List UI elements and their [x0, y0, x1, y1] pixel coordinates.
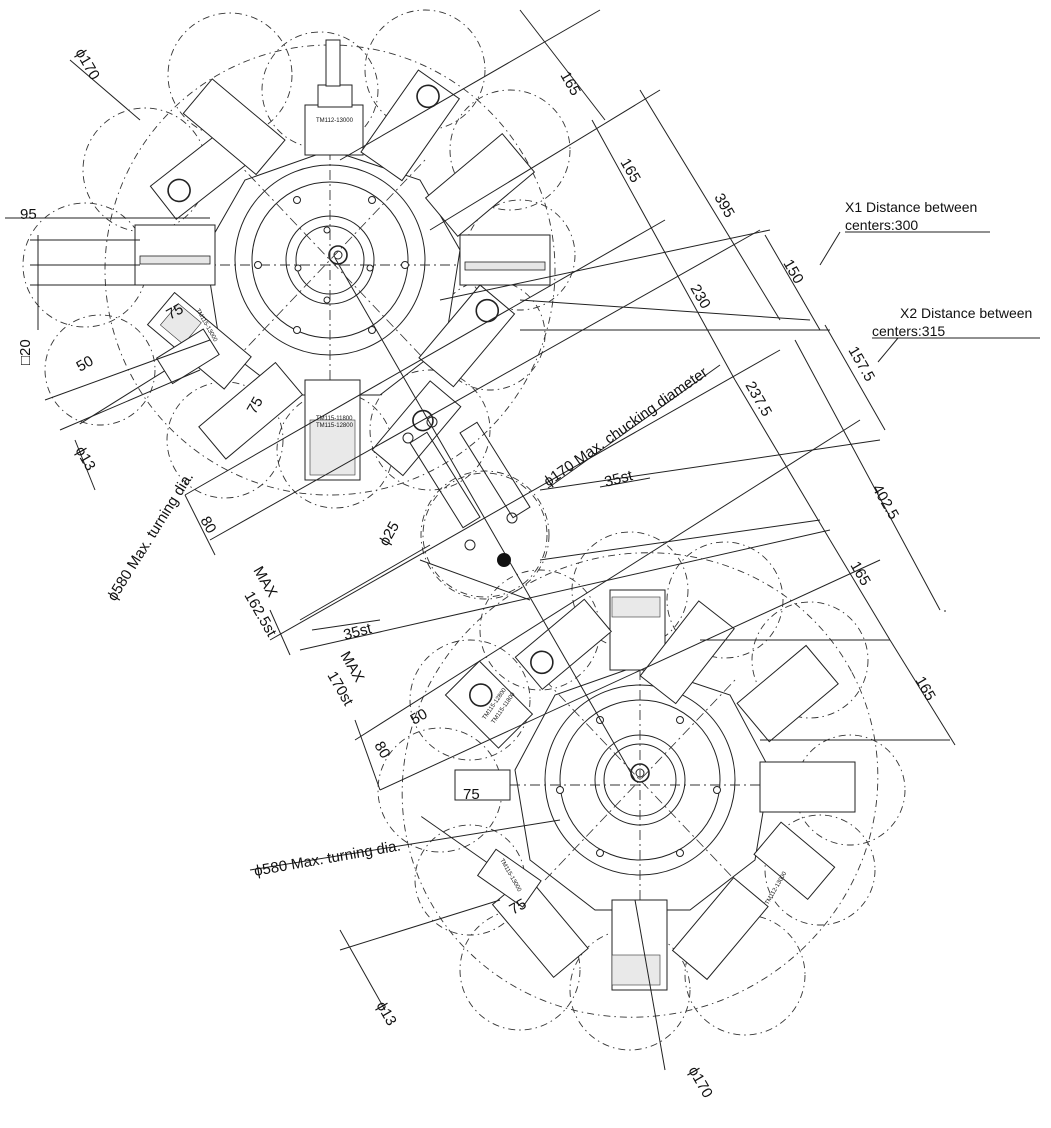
- phi13-label: ϕ13: [373, 999, 400, 1029]
- max-turning-label: ϕ580 Max. turning dia.: [253, 837, 402, 880]
- dim-35st: 35st: [342, 620, 375, 644]
- phi170-label: ϕ170: [685, 1064, 716, 1101]
- dimension-lines: [5, 9, 1040, 1071]
- phi25-label: ϕ25: [376, 519, 403, 549]
- part-number: TM115-11800: [316, 416, 353, 422]
- x2-note-line2: centers:315: [872, 323, 945, 339]
- x2-note-line1: X2 Distance between: [900, 305, 1032, 321]
- dim-95: 95: [20, 206, 37, 223]
- dim-80: 80: [197, 514, 220, 537]
- max-turning-label: ϕ580 Max. turning dia.: [104, 469, 197, 604]
- dim-230: 230: [687, 282, 714, 312]
- center-distance-notes: X1 Distance between centers:300 X2 Dista…: [845, 199, 1032, 339]
- dim-165: 165: [617, 156, 644, 186]
- square20-label: □20: [17, 339, 34, 365]
- dim-80: 80: [371, 739, 394, 762]
- x1-note-line1: X1 Distance between: [845, 199, 977, 215]
- phi170-label: ϕ170: [72, 46, 103, 83]
- dim-35st: 35st: [603, 467, 636, 491]
- dim-75: 75: [244, 394, 267, 417]
- phi13-label: ϕ13: [72, 444, 99, 474]
- dim-150: 150: [780, 257, 807, 287]
- dim-50: 50: [408, 705, 431, 728]
- dim-75: 75: [463, 786, 480, 803]
- part-number: TM115-12800: [316, 423, 354, 429]
- dim-75: 75: [507, 895, 530, 918]
- spindle-center-dot: [497, 553, 511, 567]
- stroke-label: 162.5st: [241, 589, 281, 641]
- dim-165: 165: [847, 559, 874, 589]
- dim-165: 165: [912, 674, 939, 704]
- dim-402-5: 402.5: [869, 482, 902, 523]
- chuck-area: [334, 257, 636, 781]
- x1-note-line2: centers:300: [845, 217, 918, 233]
- dim-165: 165: [557, 69, 584, 99]
- dim-75: 75: [164, 300, 187, 323]
- dim-395: 395: [711, 191, 738, 221]
- dim-50: 50: [74, 352, 97, 375]
- dim-157-5: 157.5: [845, 344, 878, 385]
- upper-turret: TM112-13000 TM115-11800 TM115-12800 TM11…: [22, 9, 576, 509]
- part-number: TM112-13000: [316, 118, 354, 124]
